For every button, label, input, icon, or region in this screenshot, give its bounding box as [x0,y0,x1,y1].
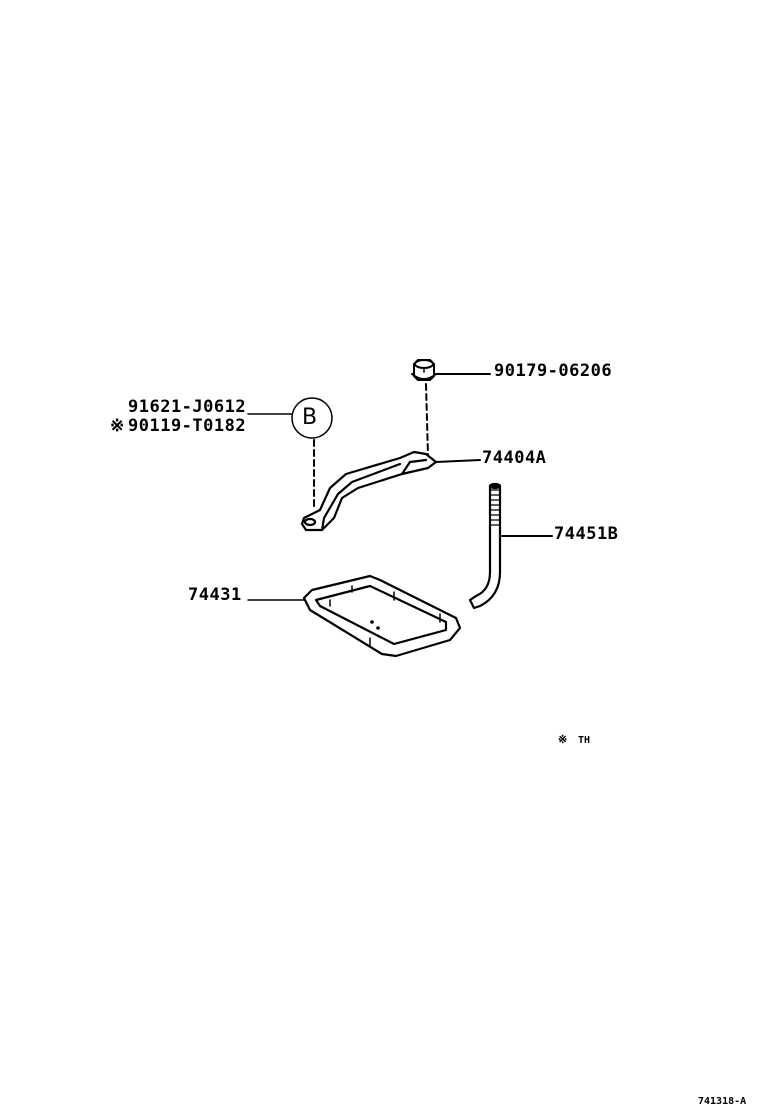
nut-dashed-line [425,383,429,457]
part-number-rod: 74451B [554,524,619,544]
nut-drawing [411,359,437,381]
part-number-nut: 90179-06206 [494,361,613,381]
rod-drawing [468,482,502,610]
callout-b-letter: B [302,405,318,430]
bolt-b-alt-mark: ※ [110,416,125,436]
figure-id: 741318-A [698,1096,747,1107]
part-number-bolt-b: 91621-J0612 [128,397,247,417]
clamp-leader-line [435,459,481,463]
tray-drawing [302,574,462,658]
clamp-drawing [300,450,438,532]
legend-text: TH [578,735,591,746]
part-number-clamp: 74404A [482,448,547,468]
part-number-bolt-b-alt: 90119-T0182 [128,416,247,436]
callout-b-circle [291,397,333,439]
legend-mark: ※ [558,733,568,746]
part-number-tray: 74431 [188,585,242,605]
